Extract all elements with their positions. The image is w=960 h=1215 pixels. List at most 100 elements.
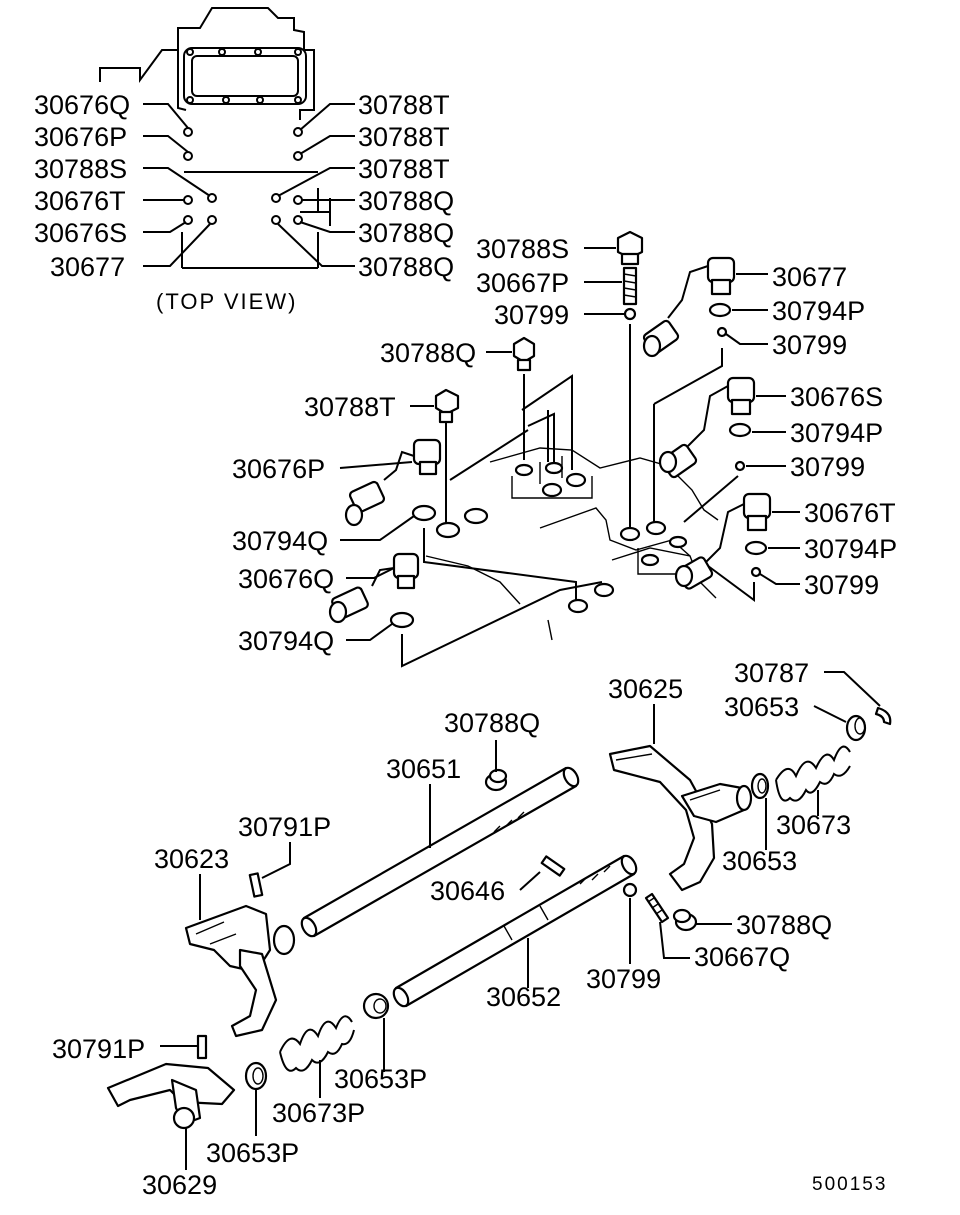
valve-block-holes — [435, 461, 688, 614]
label-30653-lower: 30653 — [722, 846, 797, 876]
label-30799-upper: 30799 — [494, 300, 569, 330]
plug-30788s — [616, 230, 644, 266]
oring-30794q-lower — [389, 611, 415, 629]
fork-30623 — [184, 904, 296, 1038]
collar-30653-lower — [750, 772, 770, 800]
label-30677-top: 30677 — [50, 252, 125, 282]
collar-30653p-left — [244, 1061, 268, 1091]
label-30667q: 30667Q — [694, 942, 790, 972]
label-30623: 30623 — [154, 844, 229, 874]
shift-rail-leaders — [160, 671, 881, 1170]
valve-block: 30788S 30667P 30799 30788Q 30788T 30676P… — [232, 230, 897, 668]
label-30653p-right: 30653P — [334, 1064, 427, 1094]
oring-30794q-upper — [411, 504, 437, 522]
label-30652: 30652 — [486, 982, 561, 1012]
label-30676t: 30676T — [804, 498, 896, 528]
label-30653p-left: 30653P — [206, 1138, 299, 1168]
switch-30676s — [658, 376, 756, 479]
top-view-caption: (TOP VIEW) — [156, 289, 297, 314]
label-30676q-top: 30676Q — [34, 90, 130, 120]
valve-block-labels: 30788S 30667P 30799 30788Q 30788T 30676P… — [232, 234, 897, 656]
pin-30646 — [540, 855, 566, 877]
label-30799-r3: 30799 — [804, 570, 879, 600]
label-30794p-2: 30794P — [790, 418, 883, 448]
label-30676p: 30676P — [232, 454, 325, 484]
fork-30625 — [608, 744, 753, 892]
rail-30652 — [392, 854, 638, 1008]
label-30799-rail: 30799 — [586, 964, 661, 994]
label-30788q-upper: 30788Q — [380, 338, 476, 368]
label-30788s-top: 30788S — [34, 154, 127, 184]
label-30788q-mid: 30788Q — [444, 708, 540, 738]
label-30788t-top-2: 30788T — [358, 122, 450, 152]
spring-30673 — [775, 745, 851, 802]
ball-30799-r3 — [750, 566, 762, 578]
label-30799-r2: 30799 — [790, 452, 865, 482]
plug-30788q-lower — [672, 908, 698, 932]
label-30677: 30677 — [772, 262, 847, 292]
label-30673: 30673 — [776, 810, 851, 840]
label-30676q: 30676Q — [238, 564, 334, 594]
pin-30791p-upper — [248, 872, 264, 898]
label-30788t-top-3: 30788T — [358, 154, 450, 184]
switch-30676t — [674, 492, 772, 590]
switch-30677 — [642, 256, 736, 358]
label-30788s: 30788S — [476, 234, 569, 264]
label-30667p: 30667P — [476, 268, 569, 298]
plug-30788q-upper — [512, 336, 536, 372]
shift-rail-labels: 30788Q 30651 30791P 30623 30646 30652 30… — [52, 658, 851, 1200]
top-view-housing-outline — [99, 7, 331, 269]
label-30794q-upper: 30794Q — [232, 526, 328, 556]
shift-rail-assembly: 30788Q 30651 30791P 30623 30646 30652 30… — [52, 658, 892, 1200]
oring-30794p-3 — [744, 540, 768, 556]
switch-30676q — [328, 552, 420, 624]
switch-30676p — [344, 438, 442, 527]
valve-block-leaders — [339, 247, 800, 641]
ball-30799-r1 — [716, 326, 728, 338]
ball-30799-upper — [623, 307, 637, 321]
label-30676s-top: 30676S — [34, 218, 127, 248]
ball-30799-r2 — [734, 460, 746, 472]
ball-30799-rail — [622, 882, 638, 898]
label-30794q-lower: 30794Q — [238, 626, 334, 656]
label-30788q-top-2: 30788Q — [358, 218, 454, 248]
fork-30629 — [106, 1062, 236, 1130]
collar-30653-upper — [845, 714, 867, 742]
label-30676t-top: 30676T — [34, 186, 126, 216]
label-30651: 30651 — [386, 754, 461, 784]
label-30788q-top-1: 30788Q — [358, 186, 454, 216]
spring-30667p — [622, 266, 638, 306]
label-30676s: 30676S — [790, 382, 883, 412]
spring-30673p — [279, 1015, 355, 1072]
top-view-left-labels: 30676Q 30676P 30788S 30676T 30676S 30677 — [34, 90, 130, 282]
diagram-code: 500153 — [812, 1174, 887, 1195]
label-30646: 30646 — [430, 876, 505, 906]
label-30788t-top-1: 30788T — [358, 90, 450, 120]
top-view: 30676Q 30676P 30788S 30676T 30676S 30677… — [34, 7, 454, 314]
label-30794p-1: 30794P — [772, 296, 865, 326]
label-30653-upper: 30653 — [724, 692, 799, 722]
label-30799-r1: 30799 — [772, 330, 847, 360]
collar-30653p-right — [362, 992, 390, 1020]
oring-30794p-1 — [708, 302, 732, 318]
label-30625: 30625 — [608, 674, 683, 704]
label-30788q-lower: 30788Q — [736, 910, 832, 940]
pin-30791p-lower — [196, 1034, 208, 1060]
valve-block-guides — [401, 324, 755, 668]
label-30787: 30787 — [734, 658, 809, 688]
top-view-leaders — [143, 103, 355, 267]
oring-30794p-2 — [728, 422, 752, 438]
spring-30667q — [644, 892, 670, 924]
clip-30787 — [874, 706, 892, 726]
label-30794p-3: 30794P — [804, 534, 897, 564]
label-30676p-top: 30676P — [34, 122, 127, 152]
top-view-right-labels: 30788T 30788T 30788T 30788Q 30788Q 30788… — [358, 90, 454, 282]
label-30788q-top-3: 30788Q — [358, 252, 454, 282]
label-30791p-upper: 30791P — [238, 812, 331, 842]
label-30788t: 30788T — [304, 392, 396, 422]
top-view-holes — [183, 127, 303, 225]
rail-30651 — [300, 766, 580, 938]
label-30791p-lower: 30791P — [52, 1034, 145, 1064]
